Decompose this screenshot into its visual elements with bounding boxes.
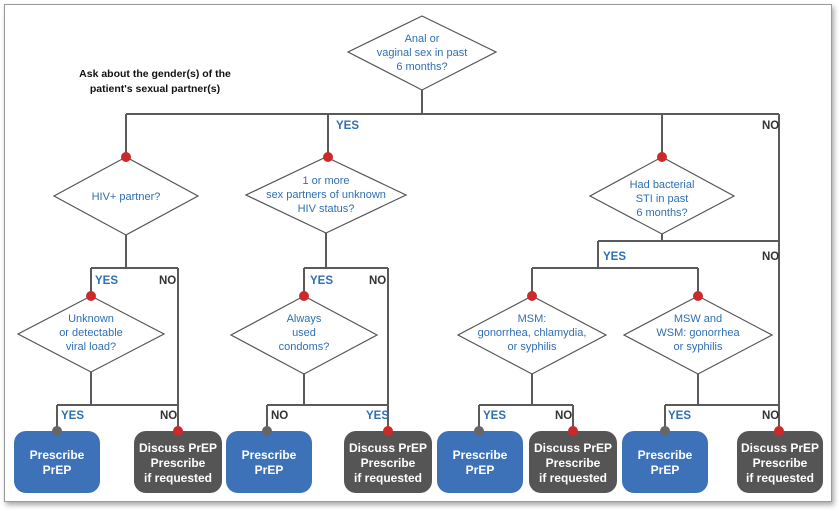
outcome-text: Prescribe xyxy=(753,456,808,470)
connector-dot xyxy=(121,152,131,162)
question-text: HIV status? xyxy=(298,203,355,215)
outcome-prescribe-prep: Prescribe PrEP xyxy=(14,431,100,493)
question-text: STI in past xyxy=(636,193,689,205)
connector-dot xyxy=(657,152,667,162)
outcome-text: PrEP xyxy=(466,463,495,477)
outcome-text: Discuss PrEP xyxy=(534,441,612,455)
question-bacterial-sti: Had bacterial STI in past 6 months? xyxy=(588,156,736,235)
question-text: or syphilis xyxy=(674,341,723,353)
question-msw-wsm: MSW and WSM: gonorrhea or syphilis xyxy=(622,295,774,375)
connector-dots xyxy=(52,152,784,436)
outcome-discuss-prep: Discuss PrEP Prescribe if requested xyxy=(134,431,222,493)
connector-dot xyxy=(383,426,393,436)
outcome-text: if requested xyxy=(539,471,607,485)
outcome-text: Prescribe xyxy=(638,448,693,462)
question-text: 1 or more xyxy=(302,175,349,187)
outcome-text: PrEP xyxy=(651,463,680,477)
question-unknown-status-partners: 1 or more sex partners of unknown HIV st… xyxy=(244,156,408,234)
outcome-discuss-prep: Discuss PrEP Prescribe if requested xyxy=(344,431,432,493)
question-text: 6 months? xyxy=(396,61,447,73)
connector-dot xyxy=(299,291,309,301)
question-text: gonorrhea, chlamydia, xyxy=(478,327,587,339)
yes-label: YES xyxy=(61,410,84,422)
connector-dot xyxy=(568,426,578,436)
outcome-text: Discuss PrEP xyxy=(349,441,427,455)
outcome-text: Prescribe xyxy=(546,456,601,470)
question-text: condoms? xyxy=(279,341,330,353)
question-text: viral load? xyxy=(66,341,116,353)
partner-gender-note-line1: Ask about the gender(s) of the xyxy=(79,68,231,80)
question-text: MSM: xyxy=(518,313,547,325)
question-text: Anal or xyxy=(405,33,440,45)
connector-dot xyxy=(86,291,96,301)
question-anal-vaginal-sex: Anal or vaginal sex in past 6 months? xyxy=(346,15,498,91)
outcome-discuss-prep: Discuss PrEP Prescribe if requested xyxy=(529,431,617,493)
connector-dot xyxy=(323,152,333,162)
connector-dot xyxy=(660,426,670,436)
connector-dot xyxy=(774,426,784,436)
outcome-text: if requested xyxy=(746,471,814,485)
outcome-text: if requested xyxy=(144,471,212,485)
yes-label: YES xyxy=(603,251,626,263)
partner-gender-note-line2: patient's sexual partner(s) xyxy=(90,83,220,95)
yes-label: YES xyxy=(366,410,389,422)
no-label: NO xyxy=(762,120,779,132)
outcome-text: Prescribe xyxy=(453,448,508,462)
question-text: HIV+ partner? xyxy=(92,191,161,203)
outcome-text: if requested xyxy=(354,471,422,485)
connector-dot xyxy=(173,426,183,436)
no-label: NO xyxy=(159,275,176,287)
outcome-text: Prescribe xyxy=(151,456,206,470)
outcome-discuss-prep: Discuss PrEP Prescribe if requested xyxy=(737,431,823,493)
question-text: 6 months? xyxy=(636,207,687,219)
question-text: Always xyxy=(287,313,322,325)
connector-dot xyxy=(693,291,703,301)
yes-label: YES xyxy=(336,120,359,132)
question-viral-load: Unknown or detectable viral load? xyxy=(16,295,166,373)
outcome-text: Prescribe xyxy=(361,456,416,470)
outcome-text: PrEP xyxy=(43,463,72,477)
question-msm: MSM: gonorrhea, chlamydia, or syphilis xyxy=(456,295,608,375)
question-text: Unknown xyxy=(68,313,114,325)
connector-lines xyxy=(56,90,780,430)
question-text: or syphilis xyxy=(508,341,557,353)
outcome-text: Prescribe xyxy=(30,448,85,462)
outcome-prescribe-prep: Prescribe PrEP xyxy=(226,431,312,493)
outcome-prescribe-prep: Prescribe PrEP xyxy=(437,431,523,493)
question-text: WSM: gonorrhea xyxy=(656,327,740,339)
question-text: vaginal sex in past xyxy=(377,47,468,59)
no-label: NO xyxy=(369,275,386,287)
outcome-text: PrEP xyxy=(255,463,284,477)
no-label: NO xyxy=(271,410,288,422)
connector-dot xyxy=(474,426,484,436)
question-hiv-partner: HIV+ partner? xyxy=(52,156,200,236)
no-label: NO xyxy=(160,410,177,422)
outcome-text: Discuss PrEP xyxy=(139,441,217,455)
connector-dot xyxy=(527,291,537,301)
question-text: Had bacterial xyxy=(630,179,695,191)
no-label: NO xyxy=(555,410,572,422)
outcome-text: Discuss PrEP xyxy=(741,441,819,455)
outcome-text: Prescribe xyxy=(242,448,297,462)
yes-label: YES xyxy=(310,275,333,287)
yes-label: YES xyxy=(483,410,506,422)
connector-dot xyxy=(52,426,62,436)
question-text: or detectable xyxy=(59,327,123,339)
question-text: sex partners of unknown xyxy=(266,189,386,201)
question-text: MSW and xyxy=(674,313,722,325)
yes-label: YES xyxy=(668,410,691,422)
outcome-prescribe-prep: Prescribe PrEP xyxy=(622,431,708,493)
no-label: NO xyxy=(762,410,779,422)
question-text: used xyxy=(292,327,316,339)
no-label: NO xyxy=(762,251,779,263)
connector-dot xyxy=(262,426,272,436)
yes-label: YES xyxy=(95,275,118,287)
question-condoms: Always used condoms? xyxy=(229,295,379,375)
